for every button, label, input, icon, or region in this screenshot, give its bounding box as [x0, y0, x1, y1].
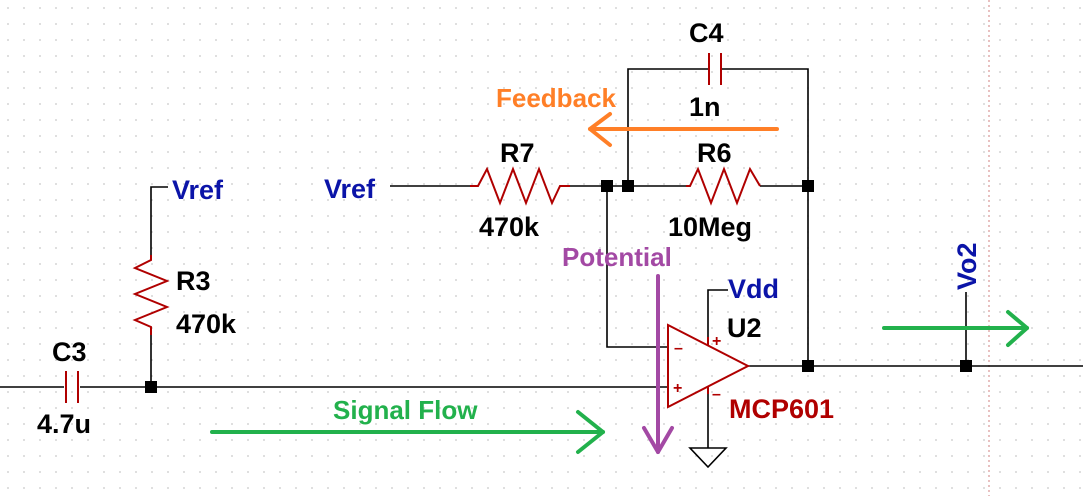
u2-part-number: MCP601 — [729, 394, 834, 424]
c4-name: C4 — [689, 18, 724, 48]
opamp-vminus-pin: – — [712, 386, 721, 403]
potential-arrow — [642, 274, 674, 454]
resistor-r3[interactable] — [132, 255, 170, 335]
r3-value: 470k — [176, 309, 237, 339]
r3-name: R3 — [176, 266, 211, 296]
r6-name: R6 — [697, 138, 732, 168]
signal-flow-arrow — [210, 410, 605, 454]
junction-r3 — [145, 381, 157, 393]
junction-vo2 — [960, 360, 972, 372]
c4-value: 1n — [689, 92, 721, 122]
ground-icon — [688, 447, 728, 469]
net-label-vo2: Vo2 — [952, 242, 982, 290]
resistor-r7[interactable] — [470, 166, 570, 206]
feedback-label: Feedback — [496, 83, 616, 113]
junction-c4 — [622, 180, 634, 192]
feedback-arrow — [588, 112, 779, 147]
opamp-minus-pin: – — [674, 340, 683, 357]
wire-r3-top — [150, 186, 168, 255]
u2-name: U2 — [727, 313, 762, 343]
capacitor-c4[interactable] — [688, 53, 745, 85]
r6-value: 10Meg — [668, 212, 752, 242]
r7-name: R7 — [500, 138, 535, 168]
junction-r7 — [601, 180, 613, 192]
opamp-body — [667, 323, 751, 409]
opamp-plus-pin: + — [673, 380, 682, 397]
net-label-vref-left: Vref — [172, 175, 224, 205]
signal-flow-label: Signal Flow — [333, 395, 478, 425]
wire-to-minus — [606, 186, 668, 348]
junction-out — [802, 360, 814, 372]
opamp-vplus-pin: + — [712, 333, 721, 350]
potential-label: Potential — [562, 242, 672, 272]
wire-vdd — [707, 289, 728, 337]
resistor-r6[interactable] — [686, 166, 761, 206]
c3-value: 4.7u — [37, 409, 91, 439]
net-label-vref-right: Vref — [324, 174, 376, 204]
output-flow-arrow — [882, 310, 1029, 347]
wire-c4-left — [627, 68, 688, 186]
opamp-u2[interactable]: – + + – — [667, 323, 751, 409]
r7-value: 470k — [479, 212, 540, 242]
junction-r6 — [802, 180, 814, 192]
c3-name: C3 — [52, 337, 87, 367]
junction-dots — [145, 180, 972, 393]
wire-c4-right — [745, 68, 809, 366]
net-label-vdd: Vdd — [728, 274, 779, 304]
capacitor-c3[interactable] — [34, 371, 108, 403]
